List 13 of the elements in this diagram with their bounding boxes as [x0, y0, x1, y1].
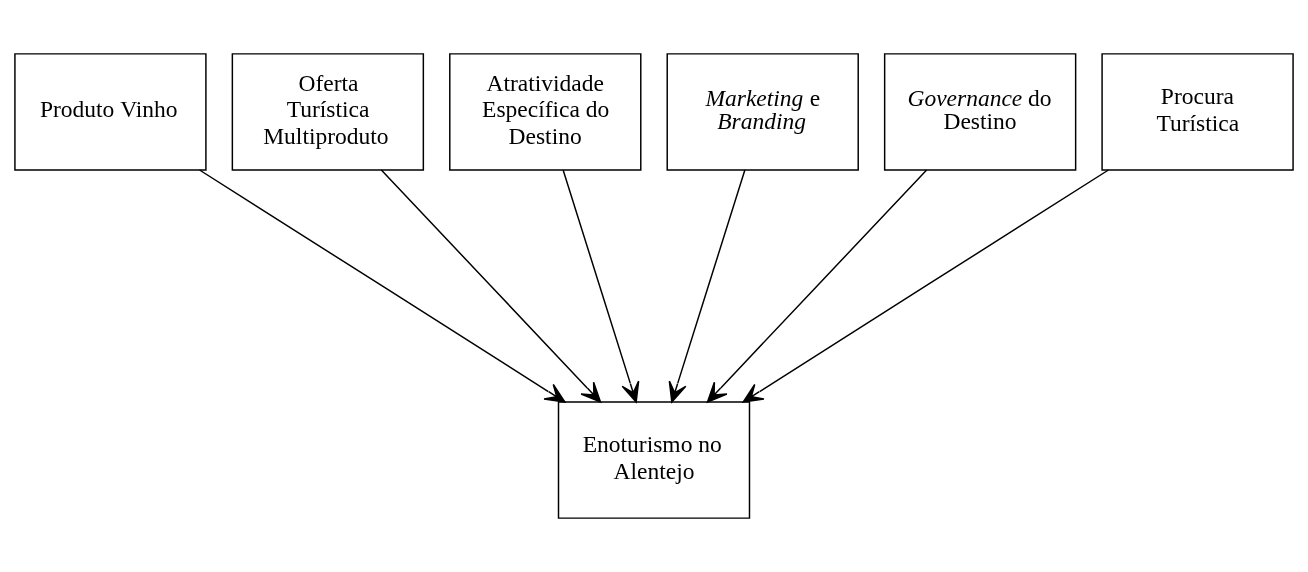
node-box: Marketing e Branding [666, 53, 859, 171]
arrow [562, 169, 640, 403]
node-box: Governance do Destino [883, 53, 1077, 171]
arrow [742, 169, 1110, 403]
node-box: Oferta Turística Multiproduto [231, 53, 425, 171]
node-box: Produto Vinho [14, 53, 207, 171]
arrow [706, 169, 928, 403]
node-box: Enoturismo no Alentejo [557, 401, 751, 519]
arrow [668, 169, 746, 403]
arrow [198, 169, 566, 403]
arrow [380, 169, 602, 403]
node-box: Atratividade Específica do Destino [449, 53, 642, 171]
node-box: Procura Turística [1101, 53, 1294, 171]
